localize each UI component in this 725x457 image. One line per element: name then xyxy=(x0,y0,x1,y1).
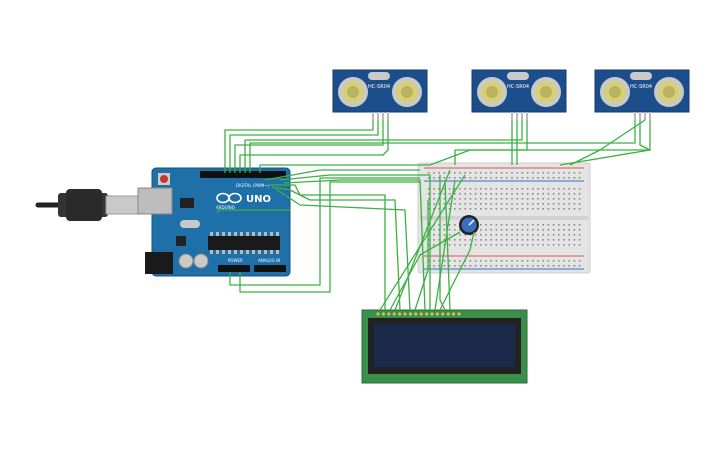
breadboard-holes xyxy=(428,172,581,267)
board-brand-label: ARDUINO xyxy=(216,205,235,210)
analog-pins-label: ANALOG IN xyxy=(258,258,280,263)
digital-pins-label: DIGITAL (PWM~) xyxy=(236,183,270,188)
digital-header[interactable] xyxy=(200,171,286,178)
power-header[interactable] xyxy=(218,265,250,272)
wires[interactable] xyxy=(217,119,651,311)
arduino-uno-board[interactable]: UNO ARDUINO DIGITAL (PWM~) POWER ANALOG … xyxy=(137,167,291,277)
lcd-screen xyxy=(374,324,515,367)
ultrasonic-sensor-1[interactable]: HC-SR04 xyxy=(332,69,428,120)
potentiometer[interactable] xyxy=(459,215,479,235)
lcd-pin-header xyxy=(376,312,461,316)
usb-cable[interactable] xyxy=(35,189,139,221)
lcd-display[interactable] xyxy=(361,309,528,384)
sensor-3-label: HC-SR04 xyxy=(630,84,652,90)
board-model-label: UNO xyxy=(246,194,271,205)
arduino-logo-icon xyxy=(216,192,242,204)
ultrasonic-sensor-2[interactable]: HC-SR04 xyxy=(471,69,567,120)
breadboard[interactable] xyxy=(417,162,591,274)
ultrasonic-sensor-3[interactable]: HC-SR04 xyxy=(594,69,690,120)
potentiometer-knob-icon xyxy=(468,219,475,226)
reset-button-icon[interactable] xyxy=(160,175,168,183)
analog-header[interactable] xyxy=(254,265,286,272)
sensor-1-label: HC-SR04 xyxy=(368,84,390,90)
power-pins-label: POWER xyxy=(228,258,243,263)
sensor-2-label: HC-SR04 xyxy=(507,84,529,90)
